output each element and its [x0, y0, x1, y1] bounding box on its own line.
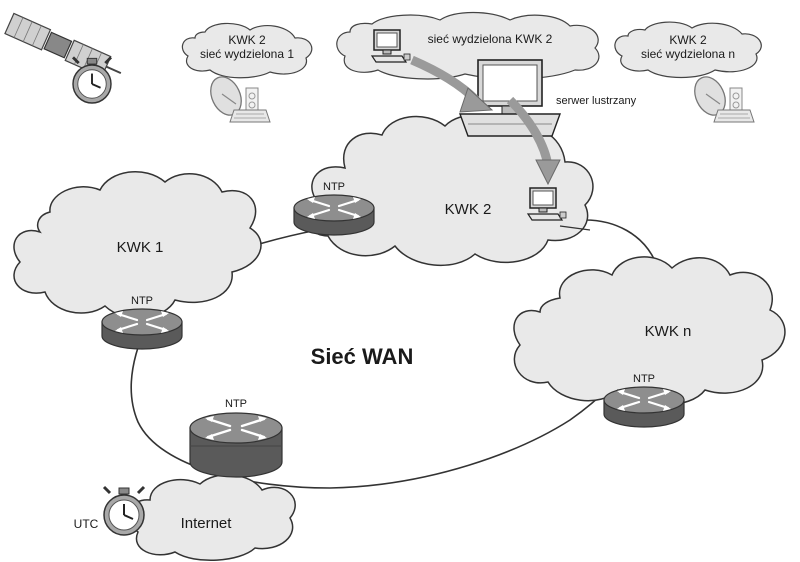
- ntp-label-kwkn: NTP: [633, 373, 655, 385]
- segment-1-label-line1: KWK 2: [228, 33, 266, 47]
- segment-1-label-line2: sieć wydzielona 1: [200, 47, 294, 61]
- kwk1-label: KWK 1: [117, 239, 164, 256]
- segment-1-cloud: [181, 22, 313, 79]
- dish-icon-segment-n: [688, 71, 755, 123]
- link-kwk2-to-server: [559, 225, 591, 231]
- kwk1-cloud: [13, 170, 262, 319]
- router-kwkn-icon: [602, 385, 686, 429]
- ntp-label-main: NTP: [225, 398, 247, 410]
- kwk2-label: KWK 2: [445, 201, 492, 218]
- router-kwk1-icon: [100, 307, 184, 351]
- segment-n-label-line2: sieć wydzielona n: [641, 47, 735, 61]
- utc-label: UTC: [74, 517, 99, 531]
- utc-clock-icon: [102, 485, 146, 537]
- segment-kwk2-label: sieć wydzielona KWK 2: [428, 32, 553, 46]
- dish-icon-segment-1: [204, 71, 271, 123]
- ntp-label-kwk1: NTP: [131, 295, 153, 307]
- wan-label: Sieć WAN: [311, 344, 414, 369]
- mirror-server-icon: [459, 59, 561, 137]
- router-kwk2-icon: [292, 193, 376, 237]
- router-main-icon: [189, 412, 283, 478]
- kwkn-cloud: [513, 256, 786, 406]
- kwkn-label: KWK n: [645, 323, 692, 340]
- ntp-label-kwk2: NTP: [323, 181, 345, 193]
- kwk2-cloud: [302, 114, 594, 267]
- internet-label: Internet: [181, 515, 233, 532]
- mirror-server-label: serwer lustrzany: [556, 95, 637, 107]
- internet-cloud: [128, 474, 296, 561]
- segment-n-cloud: [614, 21, 762, 79]
- segment-n-label-line1: KWK 2: [669, 33, 707, 47]
